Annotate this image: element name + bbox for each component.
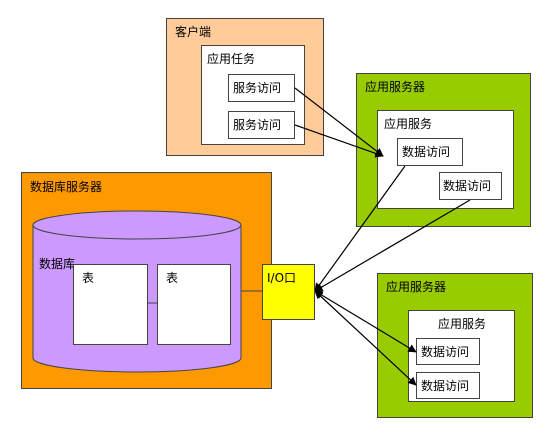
service-access-label-1: 服务访问 — [233, 81, 282, 95]
table-box-1: 表 — [73, 264, 148, 345]
table-label-2: 表 — [166, 271, 179, 285]
app-server-title-1: 应用服务器 — [365, 80, 426, 94]
table-label-1: 表 — [82, 271, 95, 285]
service-access-label-2: 服务访问 — [233, 118, 282, 132]
service-access-box-1: 服务访问 — [228, 74, 295, 102]
arrow-app2a-to-io — [314, 290, 417, 353]
data-access-box-2a: 数据访问 — [416, 338, 480, 365]
client-title: 客户端 — [175, 25, 212, 39]
data-access-box-1b: 数据访问 — [439, 172, 502, 200]
database-label: 数据库 — [39, 257, 76, 271]
app-service-title-1: 应用服务 — [384, 117, 433, 131]
table-box-2: 表 — [157, 264, 231, 345]
io-port-label: I/O口 — [267, 271, 297, 285]
app-task-title: 应用任务 — [207, 52, 256, 66]
data-access-box-1a: 数据访问 — [397, 138, 463, 166]
data-access-label-1a: 数据访问 — [402, 145, 451, 159]
arrow-client-1-to-app — [294, 87, 384, 157]
data-access-label-2a: 数据访问 — [421, 345, 470, 359]
service-access-box-2: 服务访问 — [228, 111, 295, 139]
data-access-label-1b: 数据访问 — [443, 179, 492, 193]
arrow-client-2-to-app — [294, 124, 384, 158]
arrow-app2b-to-io — [314, 290, 417, 386]
data-access-label-2b: 数据访问 — [421, 379, 470, 393]
arrow-app1b-to-io — [314, 199, 471, 292]
arrow-app1a-to-io — [314, 165, 406, 292]
app-service-title-2: 应用服务 — [438, 317, 487, 331]
db-server-title: 数据库服务器 — [30, 180, 103, 194]
io-port-box: I/O口 — [262, 264, 315, 320]
